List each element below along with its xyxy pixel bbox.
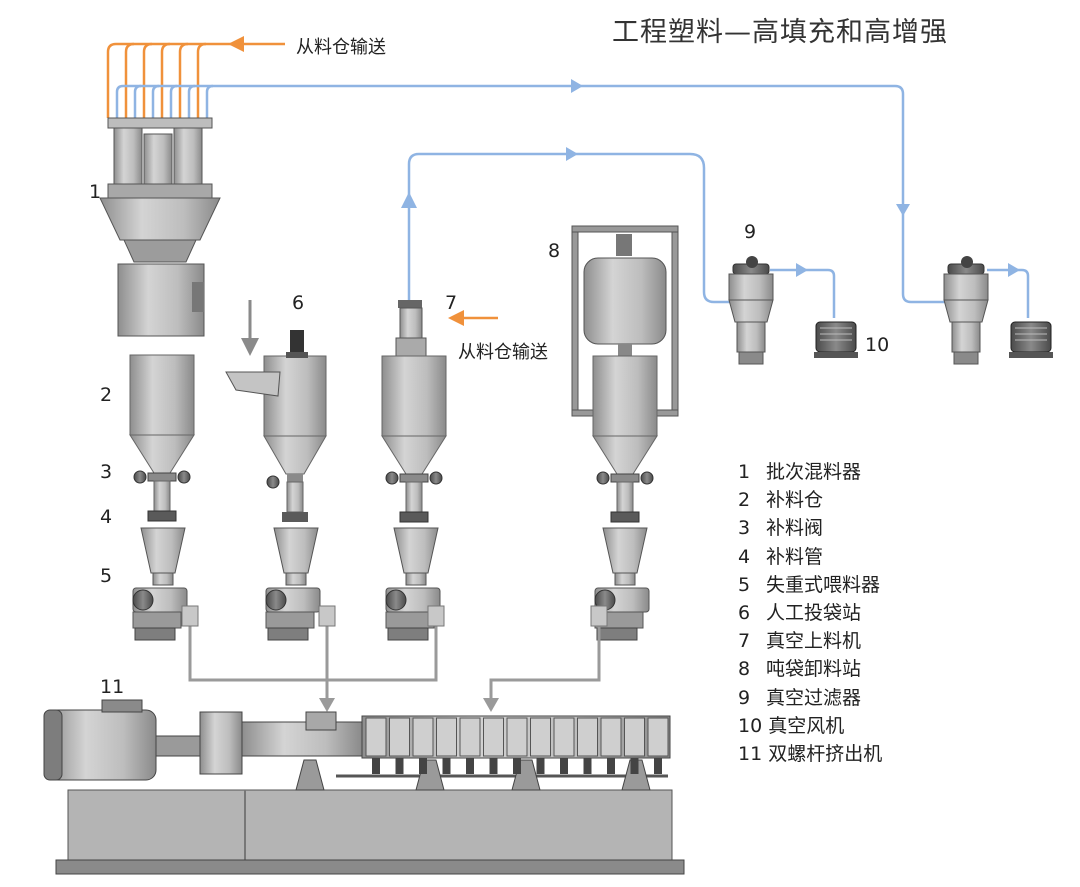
barrel-segment (553, 717, 575, 757)
barrel-segment (506, 717, 528, 757)
vacuum-arrow-3 (401, 192, 417, 208)
feeder-outlet-3 (427, 605, 445, 627)
legend-item: 2 补料仓 (738, 489, 824, 512)
callout-10: 10 (865, 334, 890, 356)
legend-item: 8 吨袋卸料站 (738, 658, 862, 681)
heater-tab (466, 758, 474, 774)
callout-4: 4 (100, 506, 113, 528)
source-label-right: 从料仓输送 (458, 342, 548, 363)
vacuum-blower-1 (813, 321, 859, 359)
source-arrow-top (228, 36, 244, 52)
vacuum-filter-1 (728, 263, 774, 365)
diagram-title: 工程塑料—高填充和高增强 (612, 17, 948, 48)
barrel-segment (624, 717, 645, 757)
legend-item: 7 真空上料机 (738, 630, 862, 653)
barrel-segment (389, 717, 410, 757)
filter-valve-1 (746, 256, 758, 268)
vacuum-filter-2 (943, 263, 989, 365)
filter-valve-2 (961, 256, 973, 268)
heater-tab (372, 758, 380, 774)
refill-hopper-1 (129, 354, 195, 522)
barrel-segment (600, 717, 622, 757)
discharge-arrow-2 (483, 698, 499, 712)
discharge-lines (188, 612, 601, 700)
heater-tab (489, 758, 498, 774)
vacuum-blower-2 (1008, 321, 1054, 359)
heater-tab (419, 758, 427, 774)
vacuum-arrow-5 (796, 263, 808, 277)
heater-tab (654, 758, 662, 774)
batch-mixer (99, 117, 221, 337)
callout-6: 6 (292, 292, 305, 314)
heater-tab (536, 758, 545, 774)
barrel-segment (530, 717, 551, 757)
legend-item: 3 补料阀 (738, 517, 824, 540)
callout-11: 11 (100, 676, 125, 698)
vacuum-arrow-2 (896, 204, 910, 216)
legend-item: 1 批次混料器 (738, 461, 862, 483)
legend-item: 9 真空过滤器 (738, 686, 862, 709)
barrel-segment (365, 717, 387, 757)
vacuum-arrow-4 (566, 147, 578, 161)
callout-3: 3 (100, 461, 113, 483)
barrel-segments (365, 717, 669, 774)
vacuum-arrow-6 (1008, 263, 1020, 277)
callout-8: 8 (548, 240, 561, 262)
barrel-segment (647, 717, 669, 757)
callout-7: 7 (445, 292, 458, 314)
heater-tab (442, 758, 451, 774)
feeder-outlet-1 (181, 605, 199, 627)
bag-dump-station (225, 330, 327, 522)
heater-tab (395, 758, 404, 774)
source-arrow-right (448, 310, 464, 326)
heater-tab (513, 758, 521, 774)
vacuum-loader (395, 300, 427, 357)
callout-9: 9 (744, 221, 757, 243)
barrel-segment (436, 717, 457, 757)
callout-2: 2 (100, 384, 113, 406)
heater-tab (607, 758, 615, 774)
callout-1: 1 (89, 181, 102, 203)
heater-tab (560, 758, 568, 774)
legend-item: 5 失重式喂料器 (738, 573, 881, 596)
feeder-2 (265, 527, 321, 641)
barrel-segment (483, 717, 504, 757)
manual-feed-arrow (241, 338, 259, 356)
legend-item: 10 真空风机 (738, 714, 845, 737)
vacuum-lines (115, 84, 1030, 318)
barrel-segment (459, 717, 481, 757)
heater-tab (630, 758, 639, 774)
heater-tab (583, 758, 592, 774)
feeder-outlet-2 (318, 605, 336, 627)
source-feed-lines (106, 42, 285, 118)
refill-hopper-4 (592, 355, 658, 523)
legend: 1 批次混料器 2 补料仓 3 补料阀 4 补料管 5 失重式喂料器 6 人工投… (738, 458, 882, 768)
feeder-1 (132, 527, 188, 641)
legend-item: 6 人工投袋站 (738, 602, 862, 625)
callout-5: 5 (100, 565, 113, 587)
legend-item: 11 双螺杆挤出机 (738, 743, 883, 766)
barrel-segment (577, 717, 598, 757)
feeder-outlet-4 (590, 605, 608, 627)
refill-hopper-3 (381, 355, 447, 523)
vacuum-arrow-1 (571, 79, 583, 93)
discharge-arrow-1 (319, 698, 335, 712)
barrel-segment (412, 717, 434, 757)
legend-item: 4 补料管 (738, 545, 824, 568)
source-label-top: 从料仓输送 (296, 37, 386, 58)
